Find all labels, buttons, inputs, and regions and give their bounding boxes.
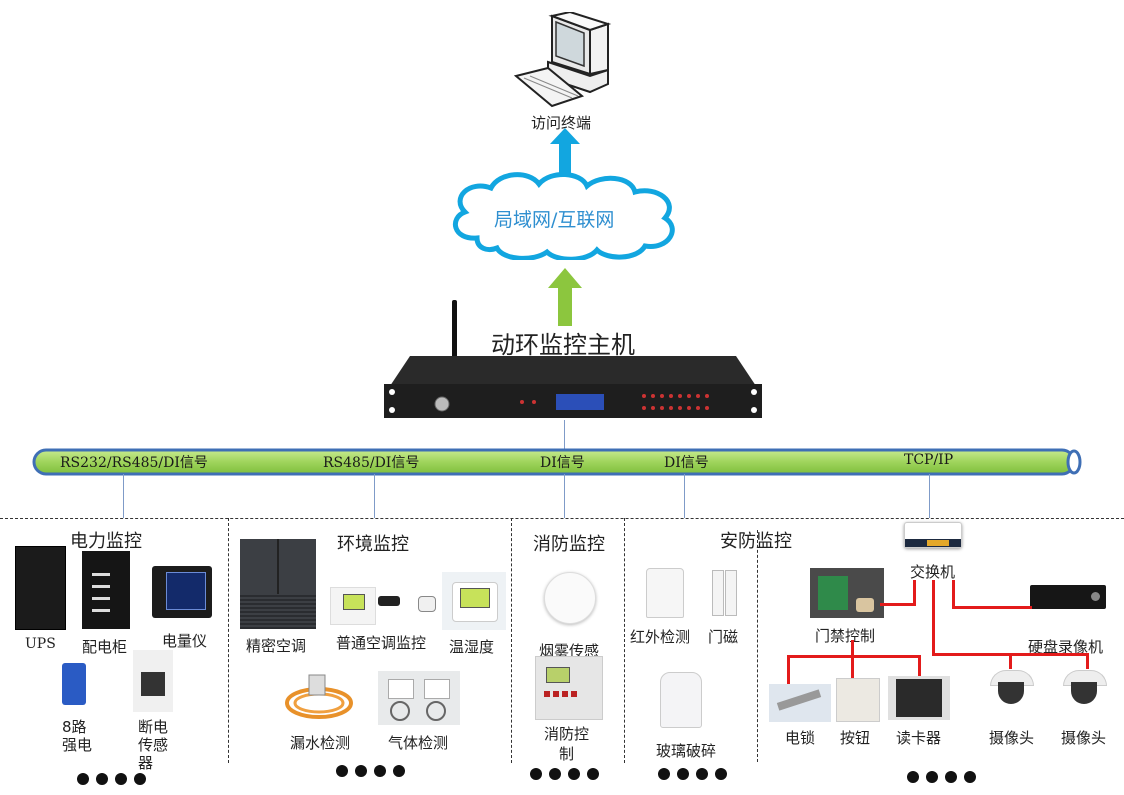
wire-switch-cameras bbox=[932, 580, 935, 655]
section-divider-top bbox=[0, 518, 1124, 519]
wire-access-down bbox=[851, 640, 854, 658]
host-bus-connector bbox=[564, 420, 565, 450]
section-title-security: 安防监控 bbox=[720, 531, 792, 552]
switch-image bbox=[904, 522, 962, 548]
power-failure-sensor-label: 断电 传感 器 bbox=[138, 718, 169, 772]
section-title-environment: 环境监控 bbox=[337, 534, 409, 555]
ac-monitor-image bbox=[330, 587, 376, 625]
switch-label: 交换机 bbox=[910, 563, 956, 581]
gas-detector-image bbox=[378, 671, 460, 725]
fire-control-panel-image bbox=[535, 656, 603, 720]
wire-switch-access-h bbox=[880, 603, 916, 606]
ups-image bbox=[15, 546, 66, 630]
temp-humidity-label: 温湿度 bbox=[449, 638, 495, 656]
host-label: 动环监控主机 bbox=[491, 331, 635, 359]
wire-button bbox=[851, 655, 854, 685]
water-leak-label: 漏水检测 bbox=[290, 734, 351, 752]
fire-control-label: 消防控 制 bbox=[544, 725, 590, 763]
drop-line-power bbox=[123, 474, 124, 518]
section-divider-3 bbox=[624, 518, 625, 763]
distribution-cabinet-image bbox=[82, 551, 130, 629]
door-magnet-label: 门磁 bbox=[708, 628, 739, 646]
bus-label-environment: RS485/DI信号 bbox=[323, 455, 420, 471]
ac-sensors-image bbox=[378, 590, 442, 616]
glass-break-image bbox=[660, 672, 702, 728]
wire-switch-nvr-h bbox=[952, 606, 1032, 609]
infrared-detector-label: 红外检测 bbox=[630, 628, 691, 646]
camera-2-image bbox=[1063, 670, 1107, 708]
more-indicator-network bbox=[907, 771, 976, 783]
up-arrow-green-icon bbox=[548, 268, 582, 326]
access-control-label: 门禁控制 bbox=[815, 627, 876, 645]
smoke-sensor-label: 烟雾传感 bbox=[539, 642, 600, 660]
monitoring-host-device bbox=[380, 296, 766, 424]
access-controller-image bbox=[810, 568, 884, 618]
cloud-icon bbox=[447, 168, 683, 262]
card-reader-label: 读卡器 bbox=[896, 729, 942, 747]
infrared-detector-image bbox=[646, 568, 684, 618]
relay-module-label: 8路 强电 bbox=[62, 718, 93, 754]
exit-button-image bbox=[836, 678, 880, 722]
camera-2-label: 摄像头 bbox=[1061, 729, 1107, 747]
drop-line-network bbox=[929, 474, 930, 518]
wire-camera-1 bbox=[1009, 653, 1012, 669]
drop-line-security bbox=[684, 474, 685, 518]
camera-1-label: 摄像头 bbox=[989, 729, 1035, 747]
more-indicator-security bbox=[658, 768, 727, 780]
bus-label-security: DI信号 bbox=[664, 455, 709, 471]
wire-switch-nvr bbox=[952, 580, 955, 608]
distribution-cabinet-label: 配电柜 bbox=[82, 638, 128, 656]
power-meter-label: 电量仪 bbox=[162, 632, 208, 650]
relay-module-image bbox=[62, 663, 86, 705]
temp-humidity-image bbox=[442, 572, 506, 630]
card-reader-image bbox=[888, 676, 950, 720]
nvr-image bbox=[1030, 585, 1106, 609]
ups-label: UPS bbox=[25, 636, 56, 652]
wire-switch-access bbox=[913, 580, 916, 605]
section-title-fire: 消防监控 bbox=[533, 534, 605, 555]
nvr-label: 硬盘录像机 bbox=[1028, 638, 1104, 656]
electric-lock-label: 电锁 bbox=[785, 729, 816, 747]
drop-line-fire bbox=[564, 474, 565, 518]
bus-label-power: RS232/RS485/DI信号 bbox=[60, 455, 208, 471]
signal-bus bbox=[32, 448, 1086, 476]
section-divider-1 bbox=[228, 518, 229, 763]
ac-monitor-label: 普通空调监控 bbox=[336, 634, 427, 652]
drop-line-environment bbox=[374, 474, 375, 518]
wire-reader bbox=[918, 655, 921, 685]
up-arrow-blue-icon bbox=[550, 128, 580, 174]
smoke-sensor-image bbox=[544, 572, 596, 624]
door-magnet-image bbox=[712, 570, 737, 616]
bus-label-network: TCP/IP bbox=[904, 452, 954, 468]
water-leak-image bbox=[283, 673, 355, 723]
precision-ac-image bbox=[240, 539, 316, 629]
cloud-label: 局域网/互联网 bbox=[494, 209, 615, 231]
gas-detector-label: 气体检测 bbox=[388, 734, 449, 752]
wire-lock bbox=[787, 655, 790, 685]
more-indicator-power bbox=[77, 773, 146, 785]
electric-lock-image bbox=[769, 684, 831, 722]
glass-break-label: 玻璃破碎 bbox=[656, 742, 717, 760]
terminal-label: 访问终端 bbox=[531, 114, 592, 132]
section-divider-4 bbox=[757, 530, 758, 762]
section-title-power: 电力监控 bbox=[70, 531, 142, 552]
section-divider-2 bbox=[511, 518, 512, 763]
wire-access-h bbox=[787, 655, 921, 658]
precision-ac-label: 精密空调 bbox=[246, 637, 307, 655]
power-failure-sensor-image bbox=[133, 650, 173, 712]
camera-1-image bbox=[990, 670, 1034, 708]
computer-terminal-icon bbox=[512, 10, 612, 108]
exit-button-label: 按钮 bbox=[840, 729, 871, 747]
more-indicator-fire bbox=[530, 768, 599, 780]
bus-label-fire: DI信号 bbox=[540, 455, 585, 471]
more-indicator-environment bbox=[336, 765, 405, 777]
wire-camera-2 bbox=[1086, 653, 1089, 669]
power-meter-image bbox=[152, 566, 212, 618]
